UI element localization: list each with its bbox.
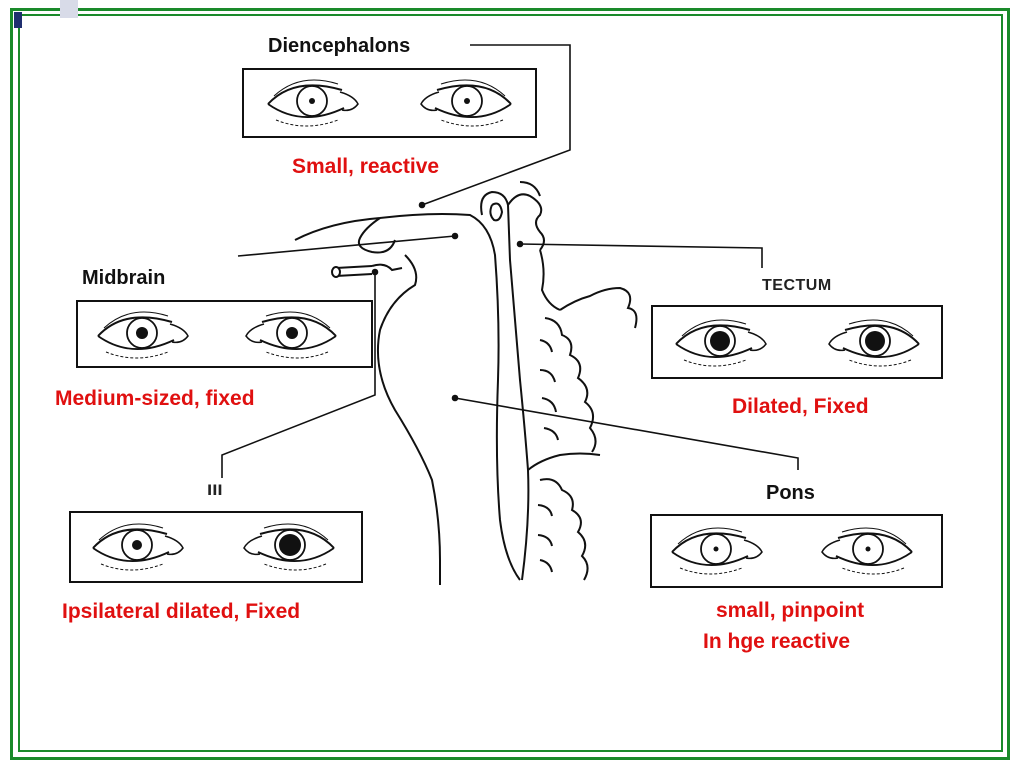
- label-tectum: TECTUM: [762, 277, 832, 294]
- pupil-small-right: [309, 98, 315, 104]
- desc-pons-line1: small, pinpoint: [716, 599, 865, 622]
- label-midbrain: Midbrain: [82, 267, 166, 289]
- pupil-pinpoint-right: [713, 546, 719, 552]
- eye-box-pons: [650, 514, 943, 588]
- label-diencephalons: Diencephalons: [268, 35, 411, 57]
- eye-box-cn3: [69, 511, 363, 583]
- label-cn3: III: [207, 483, 223, 499]
- pupil-normal-right: [132, 540, 142, 550]
- eye-box-midbrain: [76, 300, 373, 368]
- pupil-medium-right: [136, 327, 148, 339]
- pupil-dilated-left: [865, 331, 885, 351]
- desc-tectum: Dilated, Fixed: [732, 395, 869, 418]
- desc-midbrain: Medium-sized, fixed: [55, 387, 255, 410]
- pupil-small-left: [464, 98, 470, 104]
- corner-decoration: [60, 0, 78, 18]
- desc-diencephalons: Small, reactive: [292, 155, 440, 178]
- inner-frame: [18, 14, 1003, 752]
- desc-pons-line2: In hge reactive: [703, 630, 851, 653]
- pupil-dilated-left: [279, 534, 301, 556]
- leader-lines: [221, 44, 799, 478]
- corner-mark: [14, 12, 22, 28]
- brainstem-outline: [294, 181, 638, 585]
- pupil-dilated-right: [710, 331, 730, 351]
- pupil-pinpoint-left: [865, 546, 871, 552]
- pupil-medium-left: [286, 327, 298, 339]
- eye-box-tectum: [651, 305, 943, 379]
- label-pons: Pons: [766, 482, 815, 504]
- outer-frame: [10, 8, 1010, 760]
- eye-box-diencephalons: [242, 68, 537, 138]
- desc-cn3: Ipsilateral dilated, Fixed: [62, 600, 301, 623]
